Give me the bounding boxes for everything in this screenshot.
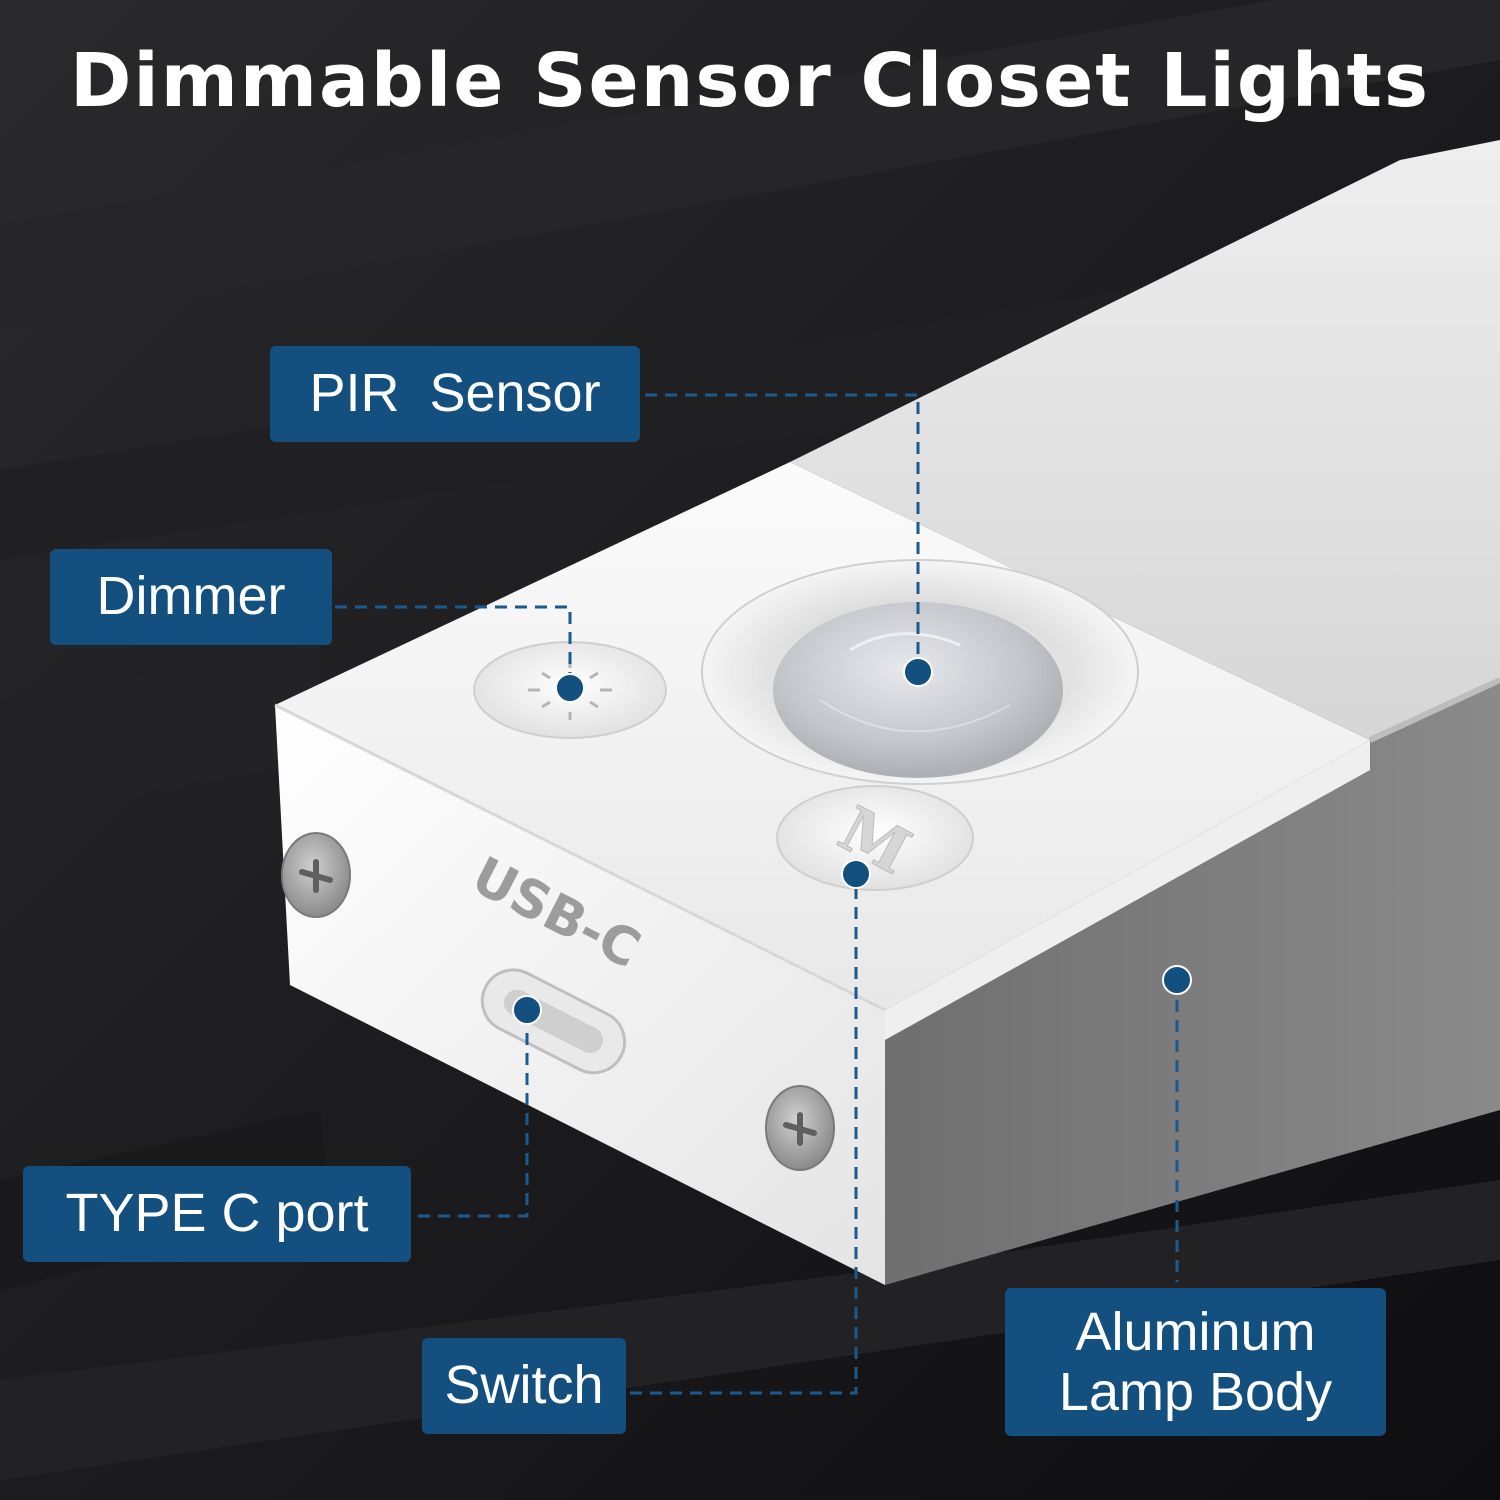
- dimmer-leader-line: [335, 605, 572, 688]
- cap-edge: [274, 703, 886, 1012]
- typec-leader-line: [418, 1010, 529, 1218]
- switch-label: Switch: [444, 1355, 604, 1416]
- diffuser-edge: [1368, 677, 1500, 743]
- type-c-port-label: TYPE C port: [65, 1183, 369, 1244]
- shelf-band: [0, 640, 320, 820]
- pir-sensor-label: PIR Sensor: [309, 363, 601, 424]
- end-cap-front: [275, 705, 885, 1285]
- pir-anchor-dot: [903, 657, 933, 687]
- diffuser-strip: [790, 140, 1500, 740]
- body-anchor-dot: [1162, 965, 1192, 995]
- type-c-port-callout: TYPE C port: [23, 1166, 411, 1262]
- switch-anchor-dot: [841, 859, 871, 889]
- sun-icon: [528, 660, 612, 720]
- dimmer-anchor-dot: [555, 673, 585, 703]
- switch-button: M: [776, 785, 974, 891]
- end-cap-side: [885, 740, 1370, 1040]
- switch-leader-line: [630, 874, 858, 1395]
- dimmer-label: Dimmer: [96, 566, 286, 627]
- lamp-body-label: Lamp Body: [1058, 1362, 1333, 1422]
- aluminum-label: Aluminum: [1075, 1301, 1316, 1362]
- pir-leader-line: [645, 393, 920, 672]
- screw-icon: [281, 832, 351, 918]
- aluminum-lamp-body-callout: Aluminum Lamp Body: [1005, 1288, 1386, 1436]
- shelf-band: [0, 0, 1500, 330]
- typec-anchor-dot: [512, 995, 542, 1025]
- switch-callout: Switch: [422, 1338, 626, 1434]
- shelf-band: [0, 1180, 1500, 1480]
- aluminum-body: [885, 680, 1500, 1285]
- pir-sensor-callout: PIR Sensor: [270, 346, 640, 442]
- screw-icon: [765, 1085, 835, 1171]
- page-title: Dimmable Sensor Closet Lights: [69, 38, 1430, 124]
- pir-dome: [773, 602, 1063, 778]
- dimmer-callout: Dimmer: [50, 549, 332, 645]
